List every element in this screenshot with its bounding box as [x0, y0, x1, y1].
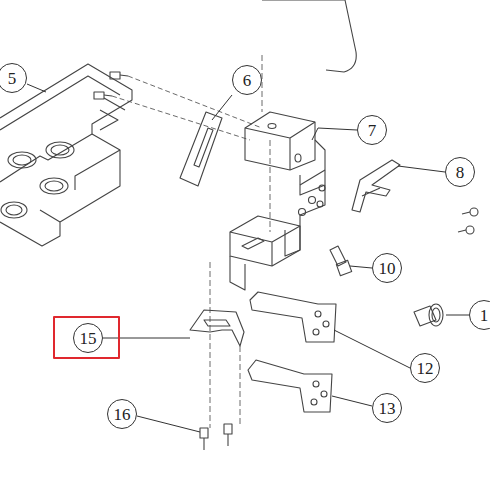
part-5-plate	[0, 64, 132, 246]
callout-number: 12	[410, 353, 440, 383]
callout-number: 10	[372, 253, 402, 283]
axis-line	[262, 55, 270, 232]
part-8-guide	[352, 160, 400, 212]
callout-number: 6	[232, 65, 262, 95]
small-screws	[458, 208, 478, 234]
part-16-screws	[200, 424, 232, 450]
part-15-bracket	[190, 310, 244, 346]
part-10-screw	[330, 246, 352, 276]
part-7-block	[230, 112, 325, 290]
screws	[94, 72, 128, 99]
callout-number: 16	[107, 399, 137, 429]
callout-number: 5	[0, 63, 27, 93]
part-12-plate	[250, 292, 336, 342]
callout-number: 15	[73, 323, 103, 353]
axis-line	[210, 262, 240, 428]
part-6-plate	[180, 112, 222, 186]
part-11-screw	[414, 304, 443, 326]
highlight-box	[54, 317, 119, 358]
callout-number: 13	[372, 393, 402, 423]
leader-lines	[27, 84, 469, 432]
callout-number: 8	[445, 157, 475, 187]
part-13-plate	[248, 360, 332, 412]
callout-number: 1	[469, 300, 490, 330]
callout-number: 7	[357, 115, 387, 145]
top-plate	[262, 0, 356, 72]
